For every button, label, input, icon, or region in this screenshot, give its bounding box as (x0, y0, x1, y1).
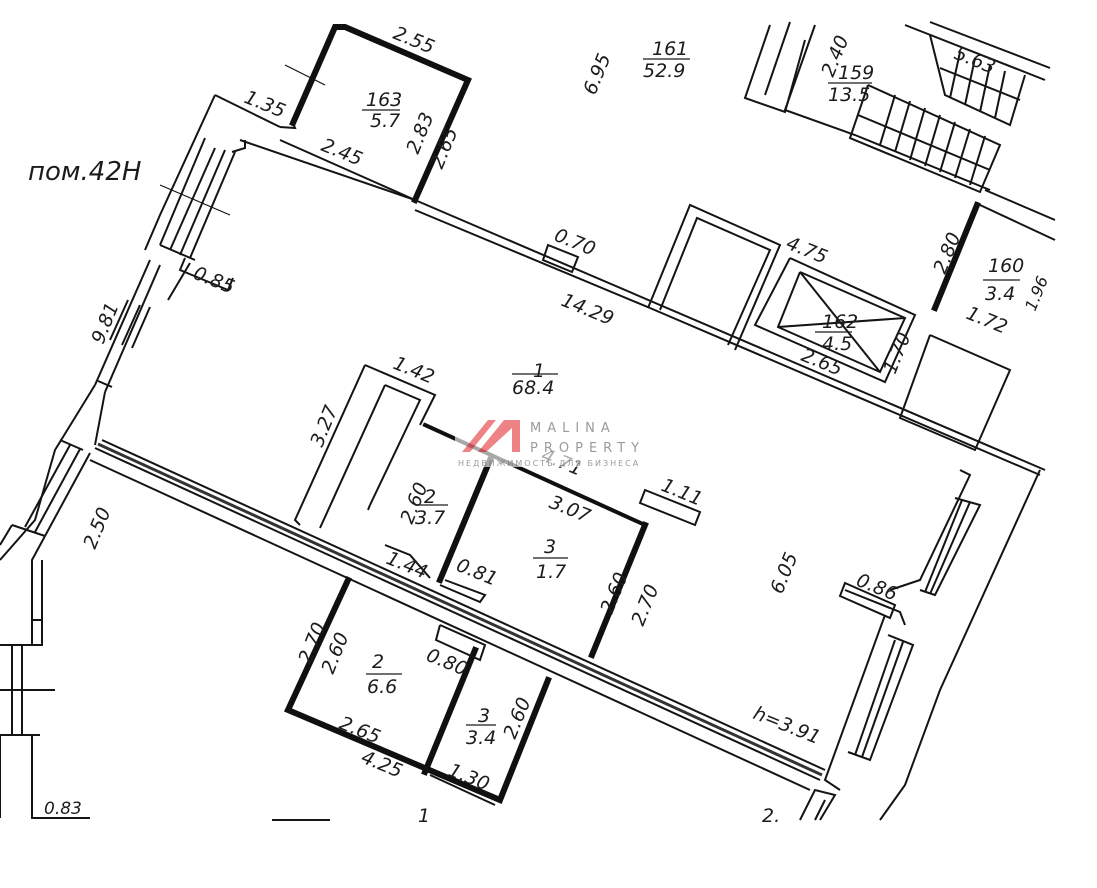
svg-text:3: 3 (478, 705, 490, 727)
ceiling-height-label: h=3.91 (750, 702, 823, 749)
dim-label: 1.35 (241, 86, 288, 122)
svg-text:3.4: 3.4 (985, 283, 1015, 305)
svg-text:160: 160 (988, 255, 1024, 277)
watermark-logo: MALINA PROPERTY НЕДВИЖИМОСТЬ ДЛЯ БИЗНЕСА (455, 415, 700, 468)
dim-label: 0.83 (44, 799, 82, 819)
niche-1-11 (638, 488, 702, 527)
svg-text:162: 162 (822, 311, 858, 333)
dim-label: 2.45 (318, 134, 365, 170)
room-label-1: 1 68.4 (512, 360, 558, 399)
room-label-159: 159 13.5 (828, 62, 874, 106)
main-top-wall (144, 94, 1046, 476)
dim-label: 1.72 (963, 302, 1010, 338)
dim-label: 0.85 (190, 262, 237, 298)
svg-text:68.4: 68.4 (512, 377, 554, 399)
bottom-mark: 2. (762, 805, 780, 827)
dim-label: 2.60 (596, 569, 632, 616)
svg-text:1.7: 1.7 (536, 561, 566, 583)
svg-text:13.5: 13.5 (828, 84, 870, 106)
right-wall (799, 469, 1041, 821)
dim-label: 0.80 (423, 644, 470, 680)
dim-label: 1.96 (1021, 273, 1052, 313)
svg-text:MALINA: MALINA (530, 421, 616, 436)
svg-text:6.6: 6.6 (367, 676, 397, 698)
svg-text:4.5: 4.5 (822, 333, 852, 355)
svg-text:161: 161 (652, 38, 688, 60)
svg-text:159: 159 (838, 62, 874, 84)
niche-0-70 (541, 243, 580, 274)
niche-0-86 (838, 581, 897, 620)
dim-label: 4.25 (358, 746, 405, 782)
dim-tick (284, 64, 326, 86)
svg-text:163: 163 (366, 89, 402, 111)
inner-column (293, 364, 437, 529)
shaft-block (647, 189, 1056, 452)
room-label-162: 162 4.5 (815, 311, 858, 355)
svg-text:3.7: 3.7 (415, 507, 445, 529)
svg-text:3: 3 (544, 536, 556, 558)
wc-block-lower (283, 576, 552, 806)
dim-label: 2.50 (79, 504, 115, 551)
room-163-walls (279, 24, 472, 204)
room-label-161: 161 52.9 (643, 38, 690, 82)
dim-label: 5.63 (951, 42, 998, 78)
svg-text:52.9: 52.9 (643, 60, 685, 82)
dim-label: 1.42 (390, 352, 437, 388)
bottom-mark: 1 (418, 805, 430, 827)
dim-label: 2.55 (390, 22, 437, 58)
svg-text:5.7: 5.7 (370, 110, 400, 132)
svg-text:2: 2 (424, 486, 436, 508)
left-windows (0, 137, 236, 819)
svg-text:3.4: 3.4 (466, 727, 496, 749)
dim-label: 14.29 (558, 289, 617, 330)
notch-0-85 (167, 257, 234, 301)
dim-label: 0.86 (853, 569, 900, 605)
svg-text:1: 1 (533, 360, 545, 382)
room-label-163: 163 5.7 (362, 89, 402, 132)
dim-label: 6.95 (579, 50, 615, 97)
svg-text:НЕДВИЖИМОСТЬ ДЛЯ БИЗНЕСА: НЕДВИЖИМОСТЬ ДЛЯ БИЗНЕСА (458, 459, 640, 468)
central-partition (89, 439, 826, 791)
premises-label: пом.42Н (28, 157, 141, 187)
svg-text:2: 2 (372, 651, 384, 673)
svg-text:PROPERTY: PROPERTY (530, 441, 645, 456)
malina-logo-icon (462, 420, 496, 452)
room-label-2-upper: 2 3.7 (415, 486, 448, 529)
dim-label: 2.70 (627, 581, 663, 628)
dim-label: 4.75 (783, 232, 830, 268)
dim-label: 6.05 (766, 549, 802, 596)
room-label-160: 3 160 3.4 (983, 255, 1024, 305)
room-label-2-lower: 2 6.6 (366, 651, 402, 698)
room-label-3-lower: 3 3.4 (466, 705, 496, 749)
dim-label: 1.70 (879, 329, 915, 376)
dim-label: 1.30 (445, 759, 492, 795)
dim-tick (159, 184, 231, 216)
room-159-stairs (743, 21, 1051, 194)
room-label-3-upper: 3 1.7 (533, 536, 568, 583)
